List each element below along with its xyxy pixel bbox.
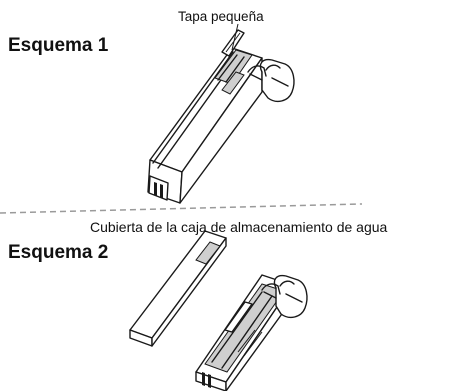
hand-icon [261,274,308,319]
water-box-open [195,274,293,391]
small-lid-label: Tapa pequeña [178,9,264,24]
schema-2-title: Esquema 2 [8,242,109,263]
water-box-closed [147,29,263,204]
hand-icon [247,58,295,103]
storage-cover [129,230,227,347]
storage-cover-label: Cubierta de la caja de almacenamiento de… [90,219,388,235]
section-divider [0,203,363,214]
schema-1-title: Esquema 1 [8,35,109,56]
callout-line-1 [231,23,239,51]
